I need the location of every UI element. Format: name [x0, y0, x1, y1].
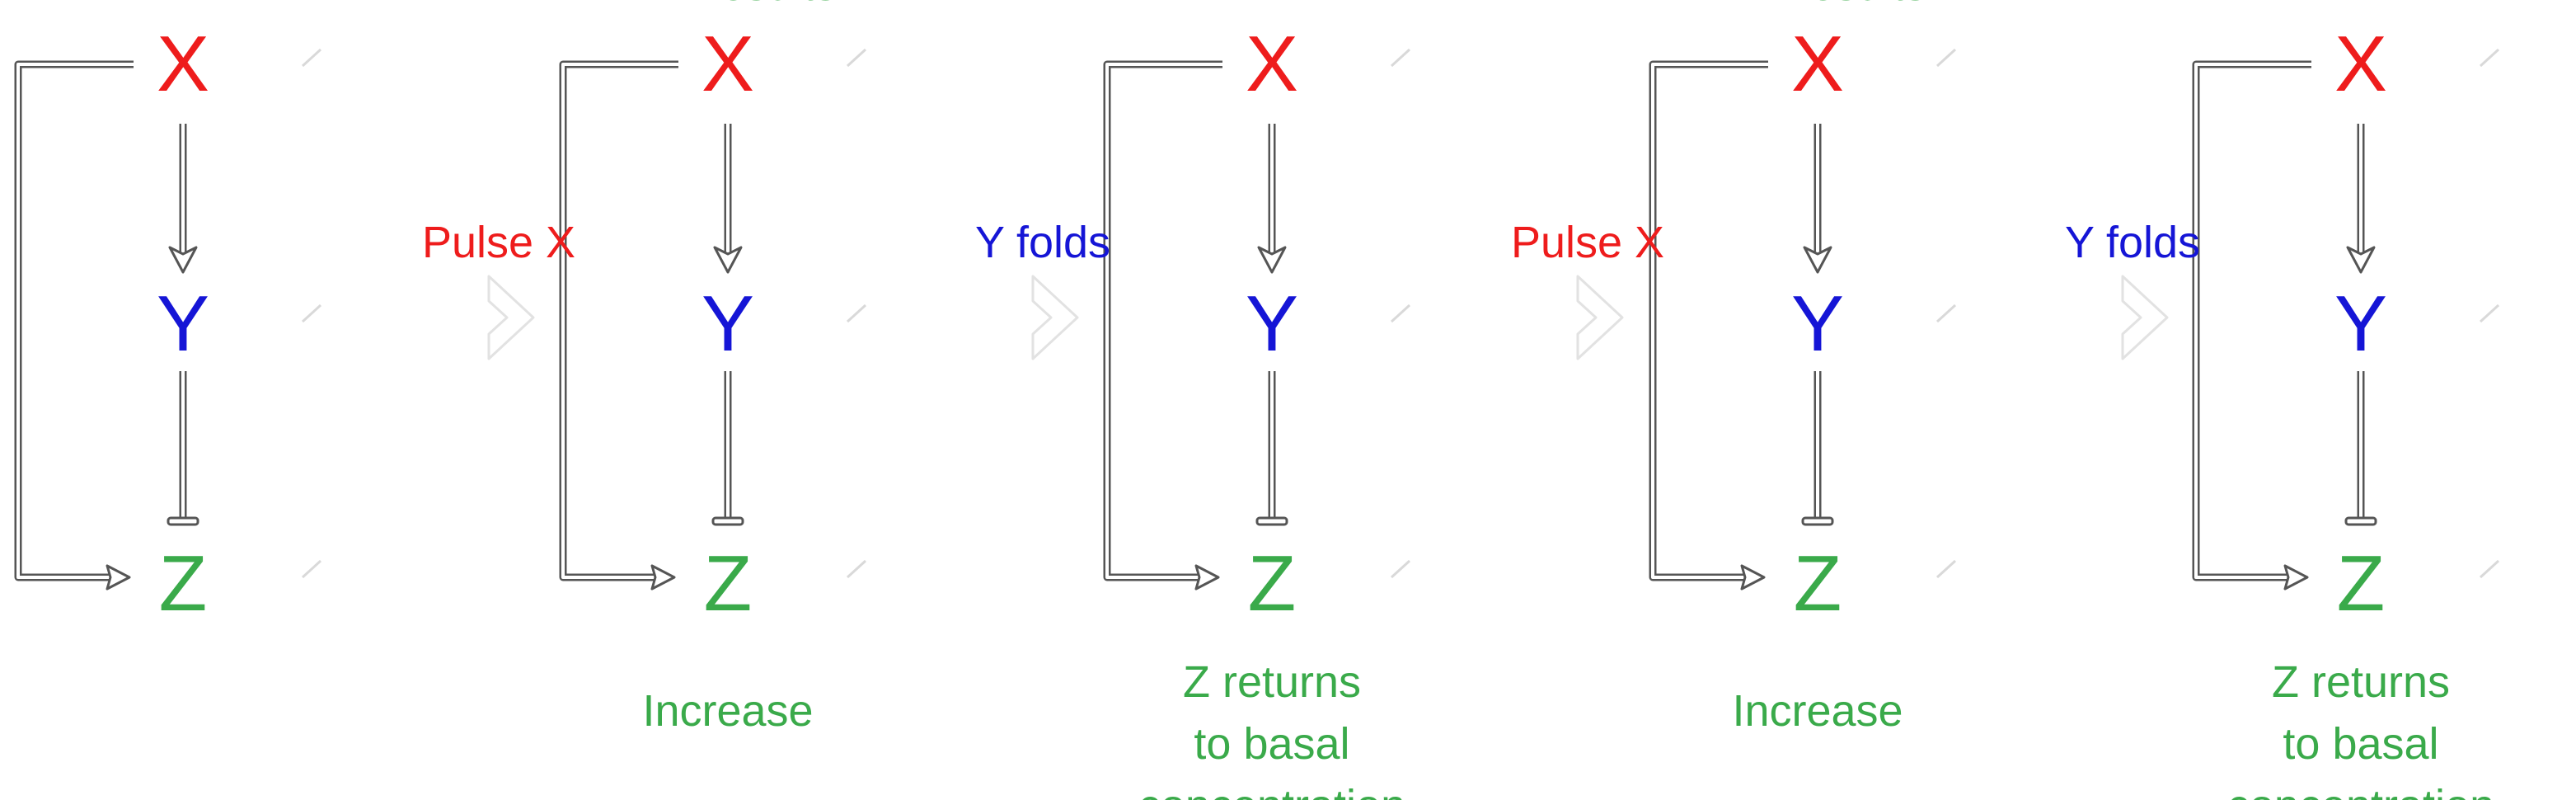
faint-mark	[2479, 559, 2500, 579]
faint-mark	[1936, 559, 1957, 579]
faint-mark	[301, 304, 322, 323]
chevron-right-icon	[1031, 275, 1079, 360]
faint-mark	[1390, 304, 1411, 323]
repression-bar-icon	[167, 516, 199, 526]
step-transition: Pulse X	[422, 218, 575, 360]
faint-mark	[2479, 304, 2500, 323]
caption-line: Increase	[1732, 686, 1903, 736]
repression-bar-icon	[1801, 516, 1834, 526]
chevron-right-icon	[1576, 275, 1624, 360]
arrowhead-icon	[1194, 564, 1220, 591]
node-x: X	[2334, 20, 2387, 108]
arrowhead-icon	[168, 246, 198, 274]
arrowhead-icon	[713, 246, 743, 274]
arrowhead-icon	[106, 564, 131, 591]
caption-line: Z returns	[2272, 657, 2450, 707]
faint-mark	[301, 48, 322, 68]
network-panel: X Y Z Increase in Z results	[1649, 0, 1957, 736]
step-transition: Y folds	[975, 218, 1110, 360]
node-z: Z	[159, 539, 208, 628]
caption-line: concentration	[2227, 781, 2494, 800]
faint-mark	[846, 559, 867, 579]
network-panel: X Y Z Z returns to basal concentration	[1103, 20, 1411, 800]
arrowhead-icon	[2283, 564, 2309, 591]
step-label: Y folds	[975, 218, 1110, 267]
arrowhead-icon	[1803, 246, 1832, 274]
caption-line: Increase	[642, 686, 813, 736]
network-panel: X Y Z Increase in Z results	[559, 0, 867, 736]
arrowhead-icon	[1740, 564, 1766, 591]
caption-line: in Z results	[619, 0, 837, 10]
network-panel: X Y Z Z returns to basal concentration	[2192, 20, 2500, 800]
node-x: X	[157, 20, 209, 108]
faint-mark	[1390, 559, 1411, 579]
faint-mark	[1936, 304, 1957, 323]
steps-layer: Pulse X Y folds Pulse X Y folds	[422, 218, 2200, 360]
node-z: Z	[704, 539, 753, 628]
repression-bar-icon	[711, 516, 744, 526]
step-transition: Y folds	[2065, 218, 2200, 360]
panels-layer: X Y Z X Y Z Increase in Z resultsX Y Z Z returns to…	[14, 0, 2500, 800]
faint-mark	[1936, 48, 1957, 68]
faint-mark	[2479, 48, 2500, 68]
node-z: Z	[1794, 539, 1842, 628]
step-transition: Pulse X	[1511, 218, 1664, 360]
node-z: Z	[1248, 539, 1297, 628]
caption-line: Z returns	[1183, 657, 1361, 707]
arrowhead-icon	[650, 564, 676, 591]
node-y: Y	[157, 280, 209, 368]
node-y: Y	[701, 280, 754, 368]
faint-mark	[301, 559, 322, 579]
caption-line: to basal	[1194, 719, 1349, 769]
arrowhead-icon	[2346, 246, 2376, 274]
step-label: Pulse X	[422, 218, 575, 267]
node-y: Y	[2334, 280, 2387, 368]
faint-mark	[1390, 48, 1411, 68]
node-x: X	[1791, 20, 1844, 108]
step-label: Pulse X	[1511, 218, 1664, 267]
node-y: Y	[1246, 280, 1298, 368]
node-x: X	[1246, 20, 1298, 108]
caption-line: to basal	[2283, 719, 2438, 769]
node-z: Z	[2337, 539, 2386, 628]
caption-line: concentration	[1138, 781, 1405, 800]
faint-mark	[846, 48, 867, 68]
chevron-right-icon	[2121, 275, 2169, 360]
node-y: Y	[1791, 280, 1844, 368]
node-x: X	[701, 20, 754, 108]
arrowhead-icon	[1257, 246, 1287, 274]
step-label: Y folds	[2065, 218, 2200, 267]
chevron-right-icon	[487, 275, 535, 360]
faint-mark	[846, 304, 867, 323]
caption-line: in Z results	[1709, 0, 1926, 10]
network-panel: X Y Z	[14, 20, 322, 628]
repression-bar-icon	[1255, 516, 1288, 526]
repression-bar-icon	[2344, 516, 2377, 526]
